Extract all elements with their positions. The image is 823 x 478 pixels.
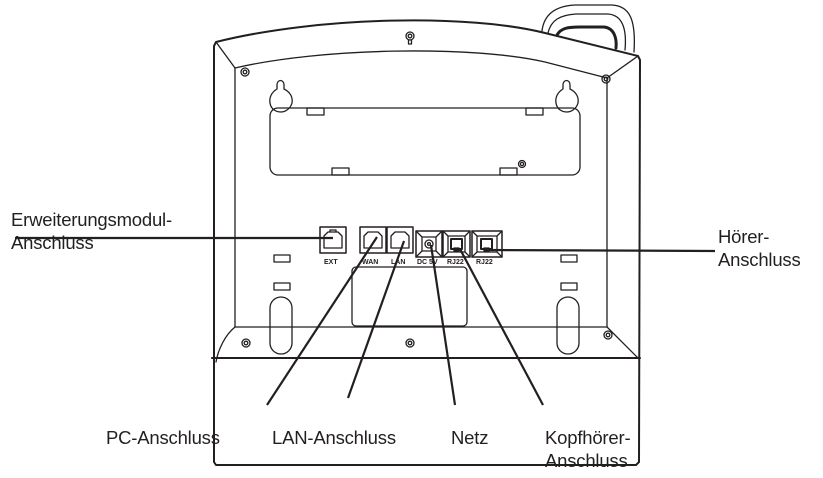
lan-port-label: LAN xyxy=(391,259,405,266)
screw-icon xyxy=(240,31,613,348)
callout-power: Netz xyxy=(451,426,488,449)
callout-lan-port: LAN-Anschluss xyxy=(272,426,396,449)
callout-headset: Kopfhörer- Anschluss xyxy=(545,426,631,472)
leader-lines xyxy=(15,236,716,406)
wan-port-icon xyxy=(359,226,387,254)
callout-lan-line1: LAN-Anschluss xyxy=(272,427,396,448)
wan-port-label: WAN xyxy=(362,259,378,266)
callout-expansion-module-line2: Anschluss xyxy=(11,232,94,253)
leader-handset xyxy=(486,248,716,253)
dc-port-label: DC 5V xyxy=(417,259,438,266)
callout-handset: Hörer- Anschluss xyxy=(718,225,801,271)
ext-port-label: EXT xyxy=(324,259,338,266)
handset-port-label: RJ22 xyxy=(476,259,493,266)
leader-lan xyxy=(346,240,406,399)
dc-power-port-icon xyxy=(415,230,443,258)
callout-expansion-module: Erweiterungsmodul- Anschluss xyxy=(11,208,172,254)
headset-rj22-port-icon xyxy=(442,230,471,258)
callout-expansion-module-line1: Erweiterungsmodul- xyxy=(11,209,172,230)
leader-power xyxy=(429,244,457,406)
rubber-foot xyxy=(269,254,580,355)
leader-headset xyxy=(459,248,544,406)
label-recess xyxy=(351,266,468,327)
callout-pc-port: PC-Anschluss xyxy=(106,426,220,449)
callout-handset-line2: Anschluss xyxy=(718,249,801,270)
ext-port-icon xyxy=(319,226,347,254)
stand-recess xyxy=(269,107,581,176)
callout-headset-line2: Anschluss xyxy=(545,450,628,471)
callout-headset-line1: Kopfhörer- xyxy=(545,427,631,448)
leader-pc xyxy=(266,236,378,406)
handset-rj22-port-icon xyxy=(471,230,503,258)
callout-power-line1: Netz xyxy=(451,427,489,448)
headset-port-label: RJ22 xyxy=(447,259,464,266)
wall-mount-keyhole-icon xyxy=(269,79,579,113)
handset-cradle-icon xyxy=(541,4,636,53)
callout-pc-line1: PC-Anschluss xyxy=(106,427,220,448)
callout-handset-line1: Hörer- xyxy=(718,226,770,247)
phone-body-outline xyxy=(211,19,641,466)
